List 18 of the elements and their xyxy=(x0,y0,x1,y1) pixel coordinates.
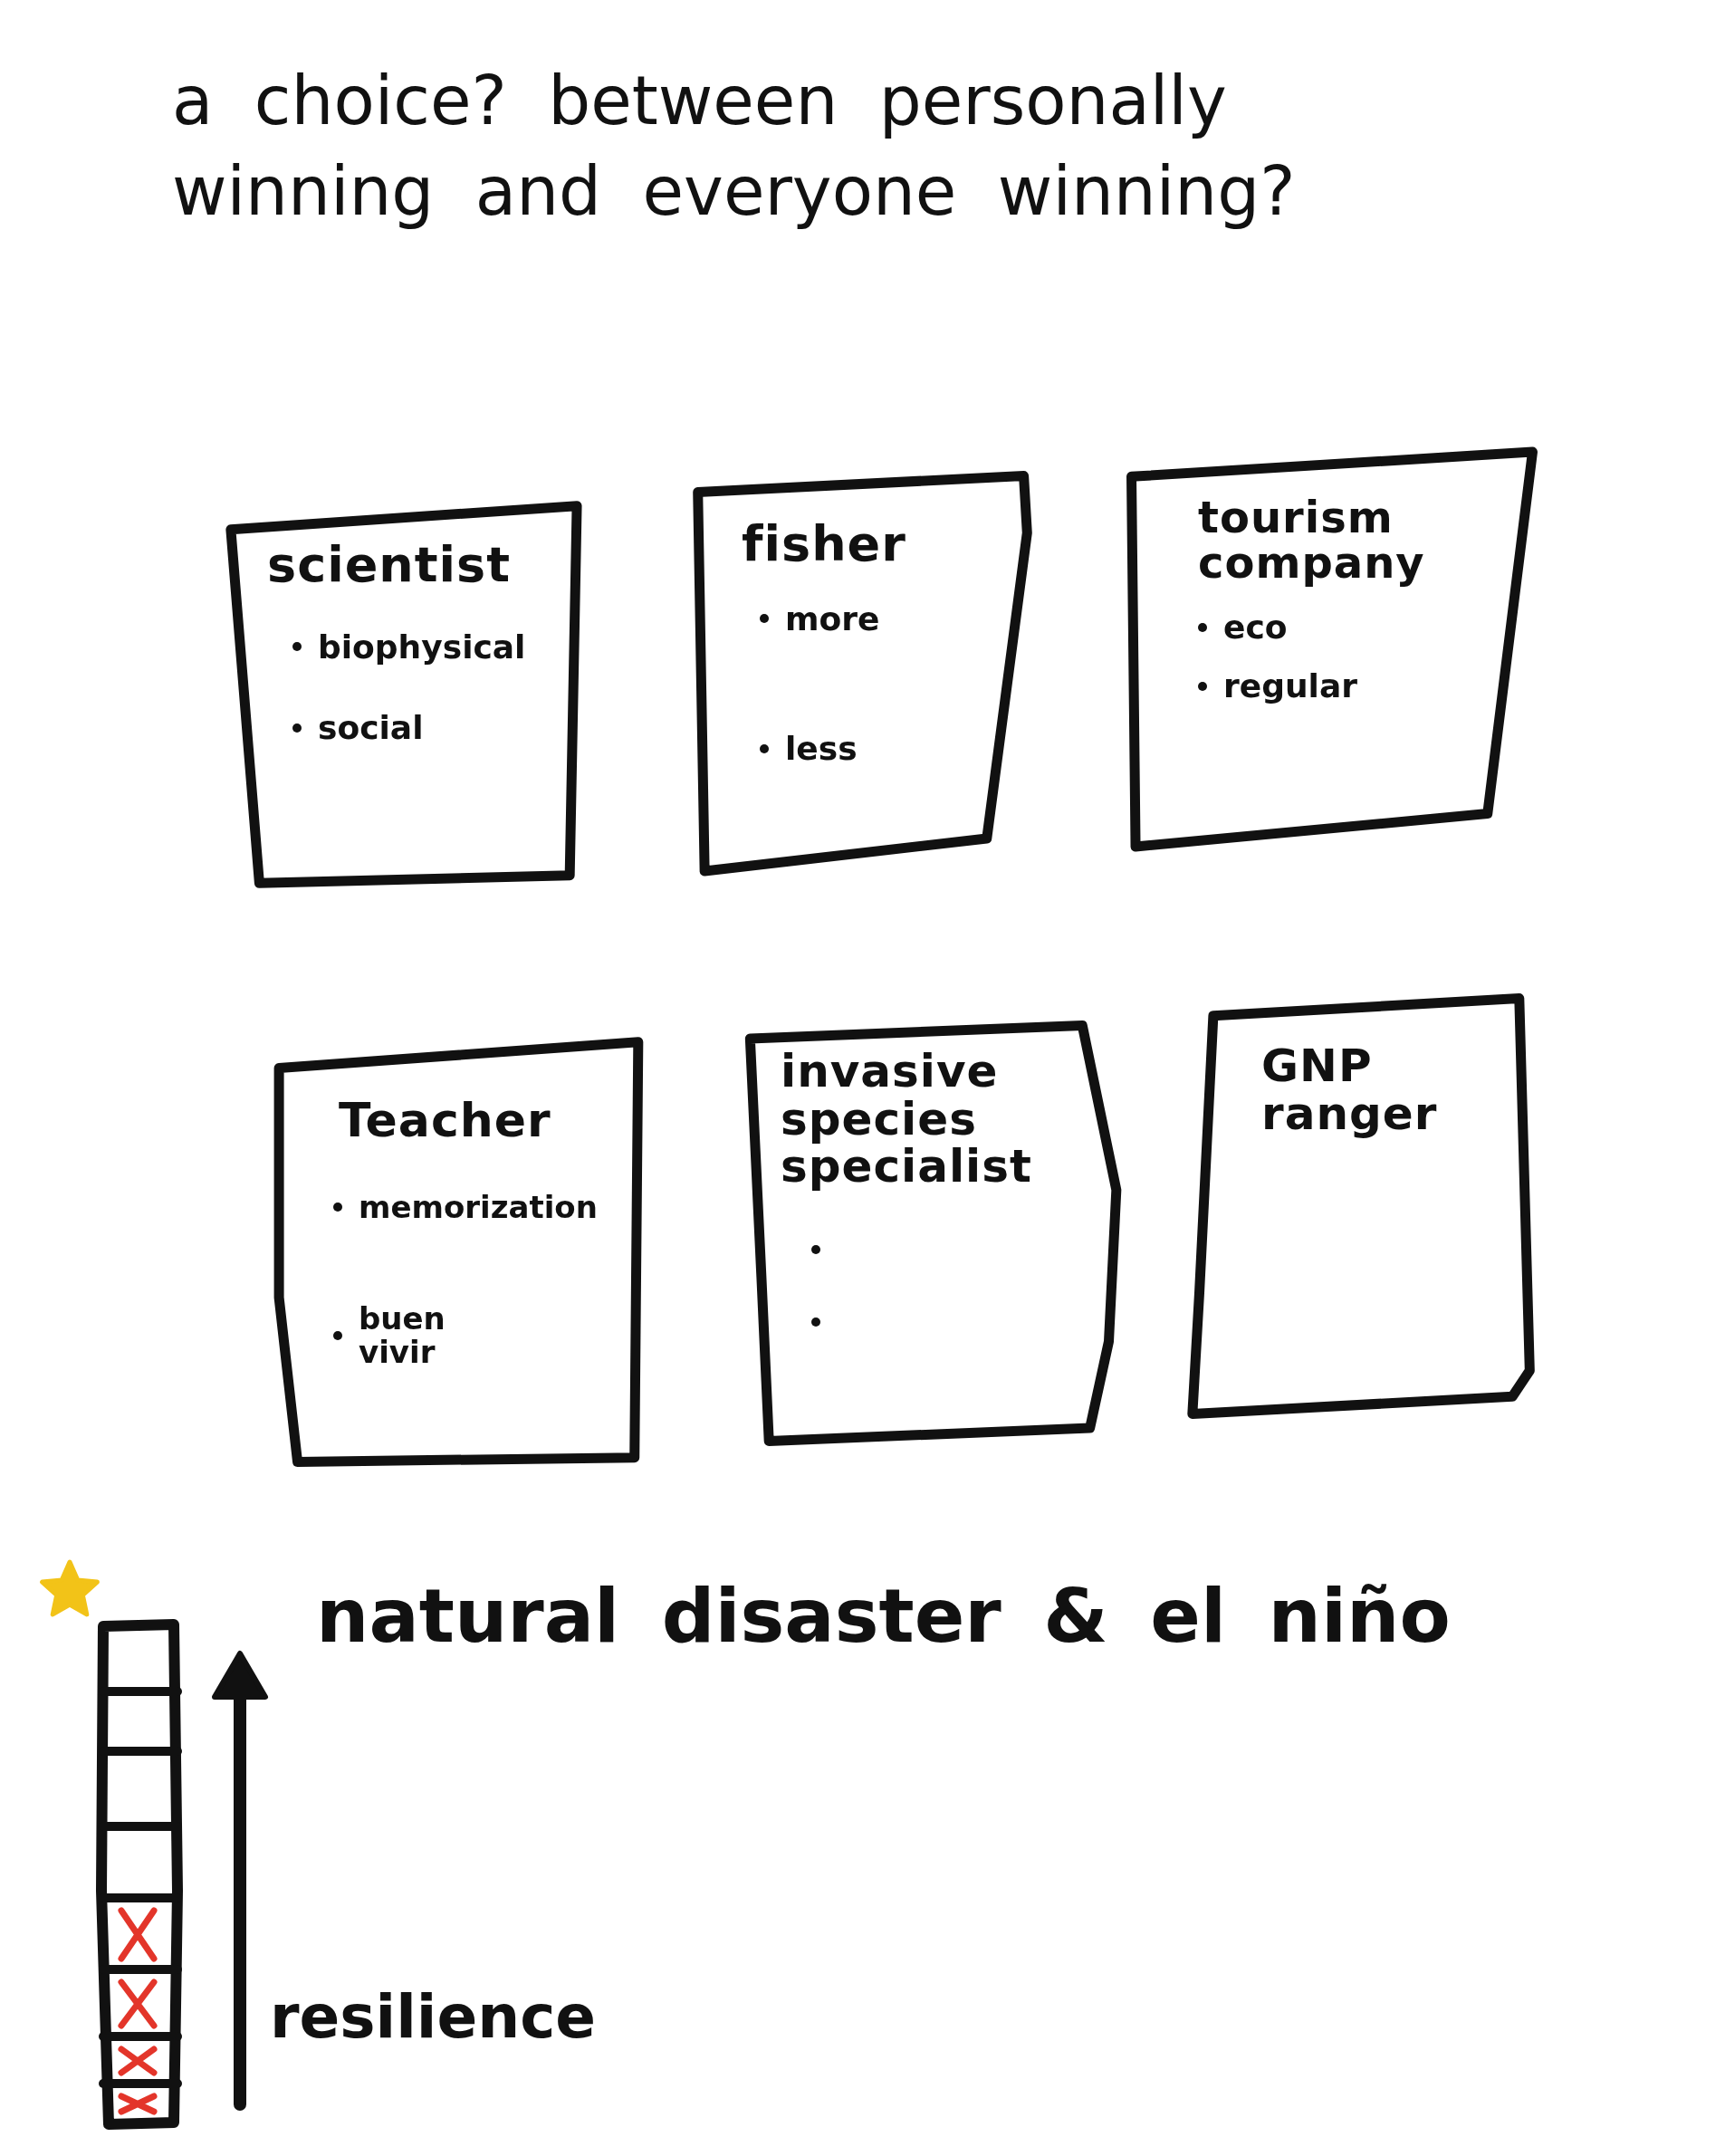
bullet-text: regular xyxy=(1223,668,1357,704)
card-heading: tourism company xyxy=(1198,494,1426,586)
card-heading: Teacher xyxy=(339,1096,551,1145)
role-card xyxy=(224,498,580,891)
scale-label: natural disaster & el niño xyxy=(316,1574,1451,1660)
card-heading: invasive species specialist xyxy=(781,1048,1033,1191)
bullet-text: social xyxy=(318,710,424,746)
card-heading: scientist xyxy=(267,540,511,591)
bullet-text: memorization xyxy=(359,1190,598,1224)
bullet-text: buen vivir xyxy=(359,1302,446,1370)
card-heading: GNP ranger xyxy=(1261,1042,1439,1137)
bullet-text: biophysical xyxy=(318,628,526,666)
scale-label: resilience xyxy=(270,1983,597,2052)
title: a choice? between personally winning and everyone winning? xyxy=(172,61,1297,232)
card-heading: fisher xyxy=(742,519,906,570)
bullet-text: less xyxy=(785,731,858,767)
bullet-text: eco xyxy=(1223,608,1288,646)
bullet-text: more xyxy=(785,600,880,637)
